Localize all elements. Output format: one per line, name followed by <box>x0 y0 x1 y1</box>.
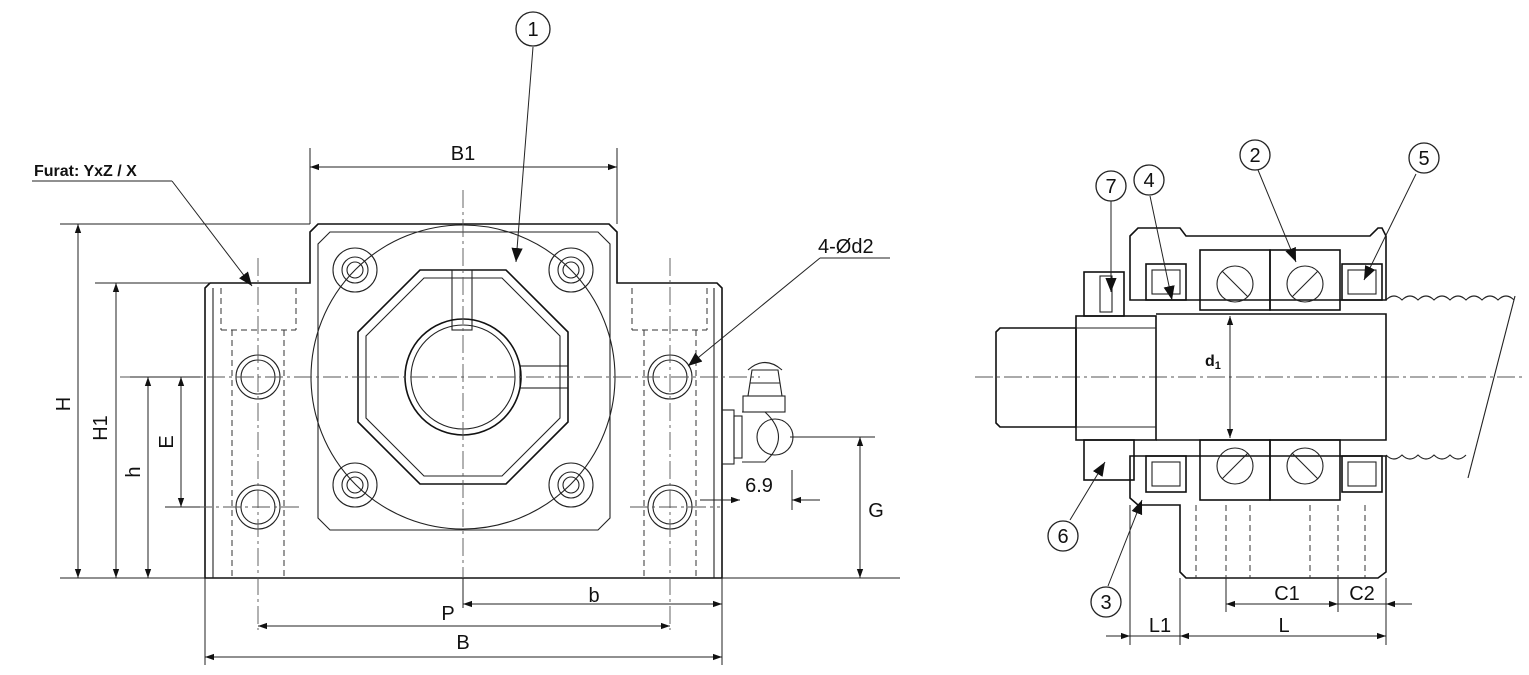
label-h-small: h <box>123 466 145 477</box>
svg-text:3: 3 <box>1100 592 1111 614</box>
leaders <box>32 46 890 367</box>
label-6-9: 6.9 <box>745 475 773 497</box>
balloon-3: 3 <box>1090 586 1122 618</box>
octagon-inner <box>365 277 561 477</box>
front-view <box>32 46 900 665</box>
balloon-7: 7 <box>1095 170 1127 202</box>
mounting-holes <box>235 354 693 530</box>
shaft-nut-section <box>1075 315 1157 441</box>
label-l: L <box>1278 615 1289 637</box>
label-p: P <box>441 603 454 625</box>
lock-nut <box>1083 271 1135 481</box>
svg-text:2: 2 <box>1249 145 1260 167</box>
label-h: H <box>53 397 75 411</box>
label-g: G <box>868 500 884 522</box>
label-c2: C2 <box>1349 583 1375 605</box>
thread-upper <box>1385 295 1515 301</box>
svg-text:6: 6 <box>1057 526 1068 548</box>
label-b1: B1 <box>451 143 475 165</box>
grease-nipple <box>721 361 794 465</box>
keyway-top <box>451 269 473 331</box>
note-hole-spec: Furat: YxZ / X <box>34 163 137 180</box>
label-b-total: B <box>456 632 469 654</box>
break-line <box>1467 295 1516 479</box>
seals <box>1145 263 1383 493</box>
centerlines <box>120 190 760 630</box>
label-b-small: b <box>588 585 599 607</box>
side-leaders <box>1069 169 1417 587</box>
bearings <box>1199 249 1341 501</box>
svg-text:4: 4 <box>1143 170 1154 192</box>
label-e: E <box>156 435 178 448</box>
housing-square <box>317 231 611 531</box>
shaft-end <box>995 327 1077 428</box>
svg-text:1: 1 <box>527 19 538 41</box>
label-l1: L1 <box>1149 615 1171 637</box>
label-c1: C1 <box>1274 583 1300 605</box>
thread-lower <box>1385 454 1467 460</box>
svg-text:7: 7 <box>1105 176 1116 198</box>
hidden-lines <box>220 288 708 578</box>
svg-text:5: 5 <box>1418 148 1429 170</box>
balloon-6: 6 <box>1047 520 1079 552</box>
label-d1: d1 <box>1205 353 1221 372</box>
balloon-4: 4 <box>1133 164 1165 196</box>
side-view <box>975 169 1525 645</box>
balloon-2: 2 <box>1239 139 1271 171</box>
dimension-lines <box>74 163 864 661</box>
label-h1: H1 <box>90 415 112 441</box>
label-holes: 4-Ød2 <box>818 236 874 258</box>
octagon <box>357 269 569 485</box>
balloon-5: 5 <box>1408 142 1440 174</box>
corner-bolts <box>332 247 594 508</box>
balloon-1: 1 <box>515 11 551 47</box>
